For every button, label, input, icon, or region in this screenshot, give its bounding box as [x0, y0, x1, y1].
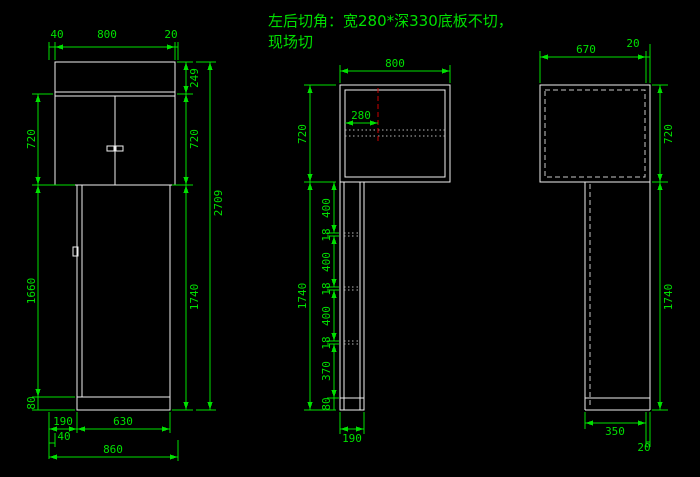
dim-front-right-upper: 720	[188, 129, 201, 149]
section-view-hidden-shelves	[344, 129, 445, 345]
section-view: 800 280 720 1740 400 18 400 18 400 18 37…	[296, 57, 451, 445]
door-handle-left	[106, 145, 115, 152]
dim-shelf-8: 80	[320, 397, 333, 410]
dim-shelf-4: 18	[320, 282, 333, 295]
dim-front-bottom-left: 40	[57, 430, 70, 443]
front-view-outline	[54, 61, 176, 411]
section-view-dim-labels: 800 280 720 1740 400 18 400 18 400 18 37…	[296, 57, 405, 445]
tall-door-handle	[72, 246, 79, 257]
dim-front-crown: 249	[188, 68, 201, 88]
dim-front-left-upper: 720	[25, 129, 38, 149]
section-view-dimensions	[304, 65, 451, 434]
dim-front-bottom-total: 860	[103, 443, 123, 456]
front-view-dimensions	[32, 42, 216, 461]
dim-shelf-2: 18	[320, 228, 333, 241]
side-view-hidden-lines	[544, 89, 646, 408]
side-view-outline	[539, 84, 651, 411]
note-line-2: 现场切	[268, 33, 313, 51]
dim-side-top-right: 20	[626, 37, 639, 50]
dim-shelf-6: 18	[320, 336, 333, 349]
annotation-note: 左后切角：宽280*深330底板不切， 现场切	[268, 12, 513, 51]
dim-front-left-plinth: 80	[25, 396, 38, 409]
dim-front-top-width: 800	[97, 28, 117, 41]
dim-front-right-lower: 1740	[188, 284, 201, 311]
section-view-outline	[339, 84, 451, 411]
dim-section-lower: 1740	[296, 283, 309, 310]
dim-side-upper: 720	[662, 124, 675, 144]
dim-section-upper: 720	[296, 124, 309, 144]
front-view: 40 800 20 249 720 1740 2709 720 1660 80 …	[25, 28, 225, 461]
side-view: 670 20 720 1740 350 20	[539, 37, 675, 454]
side-view-dim-labels: 670 20 720 1740 350 20	[576, 37, 675, 454]
dim-shelf-1: 400	[320, 198, 333, 218]
dim-front-bottom-offset: 190	[53, 415, 73, 428]
dim-section-cut-width: 280	[351, 109, 371, 122]
dim-section-top-width: 800	[385, 57, 405, 70]
side-view-dimensions	[539, 44, 668, 447]
dim-front-total-height: 2709	[212, 190, 225, 217]
front-view-dim-labels: 40 800 20 249 720 1740 2709 720 1660 80 …	[25, 28, 225, 456]
dim-shelf-5: 400	[320, 306, 333, 326]
dim-shelf-7: 370	[320, 361, 333, 381]
dim-side-top-width: 670	[576, 43, 596, 56]
dim-front-bottom-width: 630	[113, 415, 133, 428]
dim-side-bottom-width: 350	[605, 425, 625, 438]
note-line-1: 左后切角：宽280*深330底板不切，	[268, 12, 513, 30]
dim-front-top-right: 20	[164, 28, 177, 41]
dim-shelf-3: 400	[320, 252, 333, 272]
door-handle-right	[115, 145, 124, 152]
dim-side-lower: 1740	[662, 284, 675, 311]
dim-side-bottom-right: 20	[637, 441, 650, 454]
dim-front-left-middle: 1660	[25, 278, 38, 305]
dim-front-top-left: 40	[50, 28, 63, 41]
dim-section-bottom-width: 190	[342, 432, 362, 445]
